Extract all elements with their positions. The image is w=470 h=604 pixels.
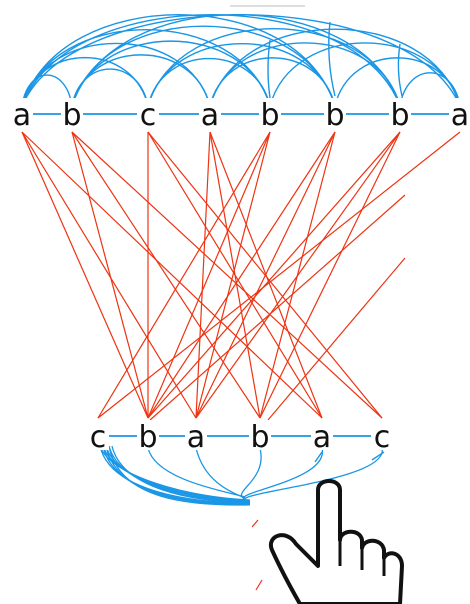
- top-row-node: b: [260, 98, 279, 133]
- top-arc: [147, 42, 336, 107]
- bottom-arc-tick: [371, 451, 385, 461]
- bottom-row-node-bg: [371, 420, 393, 450]
- top-row-node: a: [201, 98, 219, 133]
- top-arc: [209, 42, 401, 107]
- bottom-arc: [99, 445, 251, 504]
- top-arc-tail: [397, 43, 403, 97]
- bottom-row-node-bg: [137, 420, 159, 450]
- top-row-node-bg: [259, 98, 281, 128]
- top-row-node: b: [390, 98, 409, 133]
- bottom-arc: [102, 445, 251, 505]
- cross-edge-fragment: [251, 519, 259, 528]
- hand-pointer-shape: [268, 479, 404, 604]
- cross-edge: [97, 131, 461, 419]
- top-arc: [71, 68, 149, 107]
- bottom-row-node-bg: [311, 420, 333, 450]
- cross-edge: [147, 131, 336, 419]
- top-row-node: b: [62, 98, 81, 133]
- cross-edge-group: [21, 131, 461, 591]
- bottom-row-node: a: [313, 420, 331, 455]
- bottom-row-node: a: [187, 420, 205, 455]
- top-arc-tail: [267, 39, 271, 99]
- top-row-node-bg: [199, 98, 221, 128]
- hand-pointer-icon: [268, 479, 404, 604]
- top-row-node-bg: [61, 98, 83, 128]
- bottom-row-node-bg: [249, 420, 271, 450]
- cross-edge: [195, 131, 271, 419]
- top-row-node: c: [140, 98, 157, 133]
- cross-edge: [71, 131, 261, 419]
- top-row-node-bg: [11, 98, 33, 128]
- top-arc: [21, 74, 73, 107]
- top-row-node-bg: [449, 98, 470, 128]
- cross-edge: [71, 131, 149, 419]
- top-row-node-bg: [324, 98, 346, 128]
- cross-edge: [195, 131, 336, 419]
- cross-edge: [21, 131, 197, 419]
- bottom-row-node: c: [90, 420, 107, 455]
- bottom-arc: [108, 445, 251, 506]
- cross-edge: [21, 131, 149, 419]
- cross-edge: [71, 131, 383, 419]
- top-arc: [71, 40, 271, 107]
- top-row-node: a: [451, 98, 469, 133]
- top-arc: [21, 56, 149, 107]
- top-row-node: a: [13, 98, 31, 133]
- bottom-arc: [243, 447, 383, 502]
- cross-edge: [147, 131, 401, 419]
- top-arc-group: [21, 14, 461, 107]
- cross-edge-fragment: [149, 194, 406, 421]
- cross-edge: [21, 131, 323, 419]
- top-arc: [334, 57, 461, 107]
- bottom-row-node: b: [138, 420, 157, 455]
- bottom-arc: [242, 447, 323, 501]
- bottom-arc-tick: [314, 451, 323, 463]
- bottom-row-node-bg: [87, 420, 109, 450]
- bottom-row-node-bg: [185, 420, 207, 450]
- bottom-arc: [105, 445, 251, 505]
- top-arc: [399, 72, 461, 107]
- cross-edge: [147, 131, 271, 419]
- top-arc: [21, 14, 401, 107]
- top-arc-tail: [328, 21, 336, 97]
- top-row-node: b: [325, 98, 344, 133]
- top-row-node-bg: [389, 98, 411, 128]
- cross-edge: [259, 131, 401, 419]
- bottom-row-node: b: [250, 420, 269, 455]
- cross-edge-fragment: [267, 257, 406, 421]
- bottom-arc: [108, 445, 251, 503]
- cross-edge: [195, 131, 401, 419]
- bottom-arc: [240, 447, 262, 500]
- top-row-node-bg: [137, 98, 159, 128]
- bottom-arc-group: [99, 445, 385, 506]
- cross-edge: [195, 131, 211, 419]
- bottom-arc: [111, 445, 251, 504]
- bottom-row-node: c: [374, 420, 391, 455]
- cross-edge: [209, 131, 261, 419]
- cross-edge-fragment: [255, 579, 263, 591]
- bottom-arc: [195, 447, 246, 499]
- cross-edge: [97, 131, 271, 419]
